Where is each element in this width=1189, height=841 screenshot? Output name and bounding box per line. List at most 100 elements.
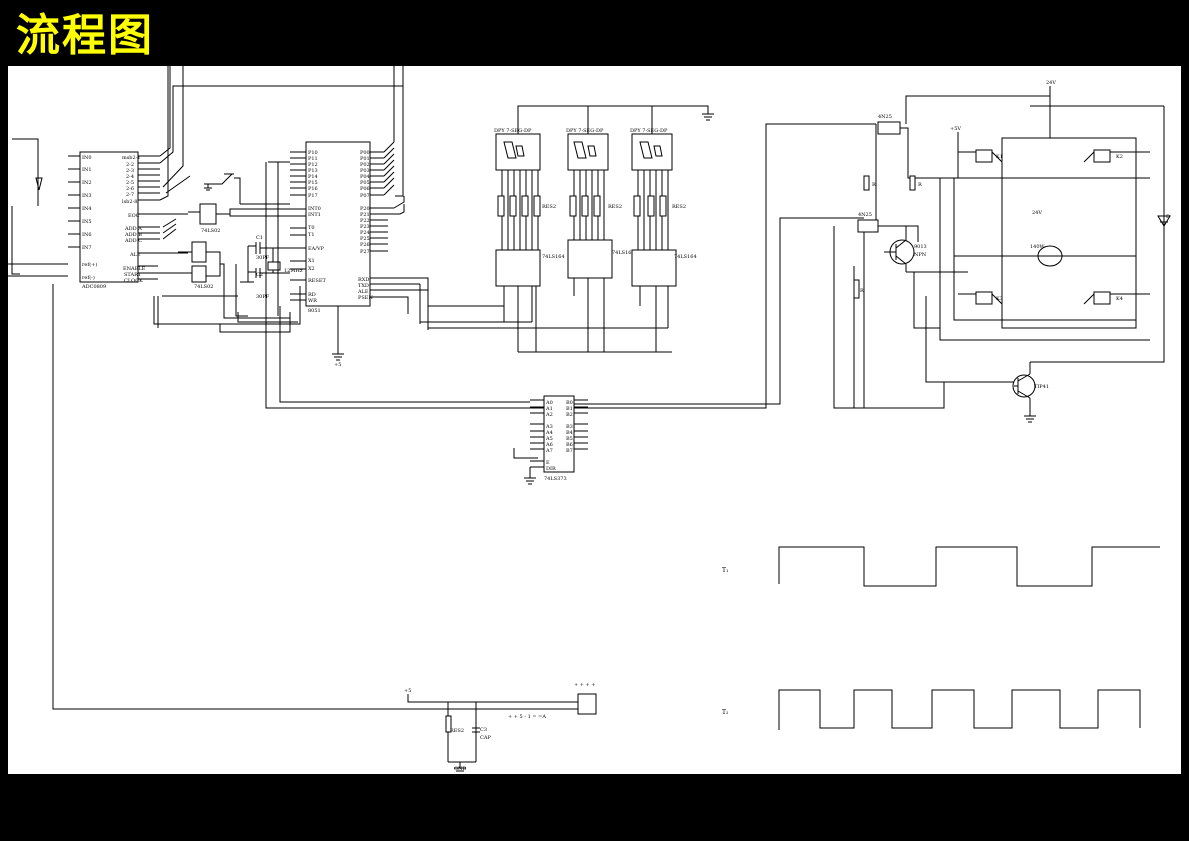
- svg-text:T1: T1: [308, 232, 315, 238]
- nor-gate-1: 74LS02: [188, 203, 290, 234]
- svg-text:8051: 8051: [308, 308, 321, 314]
- svg-text:74LS02: 74LS02: [201, 228, 220, 234]
- svg-text:2-2: 2-2: [126, 162, 134, 168]
- svg-text:B6: B6: [566, 442, 573, 448]
- svg-text:74LS02: 74LS02: [194, 284, 213, 290]
- svg-text:P05: P05: [360, 180, 370, 186]
- svg-text:B7: B7: [566, 448, 573, 454]
- motor-driver: 24V +5V 24V 140W K1 K2 K3 K4 D 4N25 R R …: [833, 80, 1171, 423]
- display-1: DPY 7-SEG-DP RES2 74LS164: [494, 128, 565, 352]
- svg-text:P04: P04: [360, 174, 370, 180]
- svg-text:GND: GND: [454, 766, 466, 772]
- svg-text:2-7: 2-7: [126, 192, 134, 198]
- display-3: DPY 7-SEG-DP RES2 74LS164: [630, 128, 697, 352]
- svg-text:RES2: RES2: [542, 204, 556, 210]
- svg-text:B3: B3: [566, 424, 573, 430]
- svg-text:RESET: RESET: [308, 278, 326, 284]
- svg-text:ADD B: ADD B: [124, 232, 142, 238]
- svg-text:IN1: IN1: [82, 167, 92, 173]
- crystal-network: C1 30PF C2 30PF 12MHz: [235, 235, 303, 317]
- power-section: +5 RES2 C3 CAP GND + + + + + + 5 - 1 = =…: [404, 682, 597, 772]
- svg-text:P00: P00: [360, 150, 370, 156]
- svg-text:ADC0809: ADC0809: [81, 284, 106, 290]
- svg-text:IN2: IN2: [82, 180, 92, 186]
- svg-text:K2: K2: [1116, 154, 1123, 160]
- svg-text:P24: P24: [360, 230, 370, 236]
- svg-text:B4: B4: [566, 430, 573, 436]
- svg-text:P16: P16: [308, 186, 318, 192]
- svg-text:74LS164: 74LS164: [612, 250, 635, 256]
- svg-text:K4: K4: [1116, 296, 1123, 302]
- svg-text:2-6: 2-6: [126, 186, 134, 192]
- svg-text:R: R: [872, 182, 876, 188]
- svg-text:P06: P06: [360, 186, 370, 192]
- svg-text:CAP: CAP: [480, 735, 491, 741]
- svg-text:K3: K3: [996, 296, 1003, 302]
- svg-text:B0: B0: [566, 400, 573, 406]
- svg-text:9013: 9013: [914, 244, 927, 250]
- svg-text:P11: P11: [308, 156, 318, 162]
- svg-text:74LS164: 74LS164: [674, 254, 697, 260]
- svg-text:X1: X1: [308, 258, 315, 264]
- svg-text:P22: P22: [360, 218, 370, 224]
- waveform-bottom: T₂: [722, 689, 1141, 730]
- waveform-top: T₁: [722, 546, 1160, 587]
- svg-text:P21: P21: [360, 212, 370, 218]
- svg-text:P27: P27: [360, 249, 370, 255]
- svg-text:ALE: ALE: [129, 252, 141, 258]
- svg-text:ENABLE: ENABLE: [123, 266, 146, 272]
- svg-text:+5: +5: [404, 688, 411, 694]
- svg-text:P14: P14: [308, 174, 318, 180]
- svg-text:30PF: 30PF: [256, 294, 270, 300]
- svg-text:74LS164: 74LS164: [542, 254, 565, 260]
- svg-text:24V: 24V: [1032, 210, 1042, 216]
- svg-text:74LS373: 74LS373: [544, 476, 567, 482]
- svg-text:140W: 140W: [1030, 244, 1046, 250]
- svg-text:P23: P23: [360, 224, 370, 230]
- svg-text:+ + 5 - 1 = =A: + + 5 - 1 = =A: [508, 714, 546, 720]
- svg-text:A0: A0: [545, 400, 553, 406]
- svg-text:TXD: TXD: [358, 283, 369, 289]
- svg-text:E: E: [546, 460, 550, 466]
- svg-text:P02: P02: [360, 162, 370, 168]
- svg-text:NPN: NPN: [914, 252, 927, 258]
- svg-text:IN0: IN0: [82, 155, 92, 161]
- svg-text:K1: K1: [996, 154, 1003, 160]
- svg-text:START: START: [124, 272, 142, 278]
- svg-text:12MHz: 12MHz: [284, 268, 303, 274]
- svg-text:DPY 7-SEG-DP: DPY 7-SEG-DP: [630, 128, 668, 134]
- svg-text:R: R: [860, 288, 864, 294]
- svg-text:P07: P07: [360, 193, 370, 199]
- svg-text:R: R: [918, 182, 922, 188]
- svg-text:P13: P13: [308, 168, 318, 174]
- svg-text:+5V: +5V: [950, 126, 961, 132]
- svg-text:DIR: DIR: [546, 466, 556, 472]
- svg-text:P03: P03: [360, 168, 370, 174]
- svg-text:IN5: IN5: [82, 219, 92, 225]
- svg-text:D: D: [1166, 214, 1170, 220]
- svg-text:C1: C1: [256, 235, 263, 241]
- svg-text:A5: A5: [545, 436, 553, 442]
- svg-text:ADD A: ADD A: [124, 226, 142, 232]
- svg-text:A1: A1: [545, 406, 553, 412]
- svg-text:2-5: 2-5: [126, 180, 134, 186]
- svg-text:RXD: RXD: [358, 277, 369, 283]
- svg-text:EA/VP: EA/VP: [308, 246, 325, 252]
- display-2: DPY 7-SEG-DP RES2 74LS164: [566, 128, 635, 352]
- svg-text:IN3: IN3: [82, 193, 92, 199]
- svg-text:4N25: 4N25: [878, 114, 892, 120]
- svg-text:P01: P01: [360, 156, 370, 162]
- svg-text:IN4: IN4: [82, 206, 92, 212]
- svg-text:A3: A3: [545, 424, 553, 430]
- svg-text:30PF: 30PF: [256, 255, 270, 261]
- svg-text:4N25: 4N25: [858, 212, 872, 218]
- svg-text:ADD C: ADD C: [124, 238, 142, 244]
- svg-text:B2: B2: [566, 412, 573, 418]
- svg-text:ALE: ALE: [357, 289, 369, 295]
- svg-text:INT0: INT0: [308, 206, 321, 212]
- svg-text:EOC: EOC: [128, 213, 140, 219]
